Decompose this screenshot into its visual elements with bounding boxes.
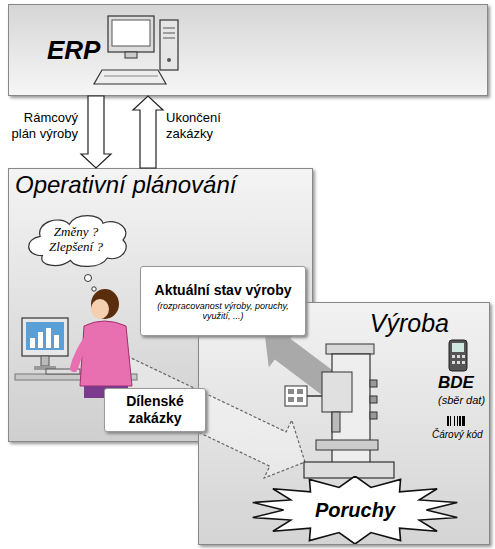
device-note: (sběr dat) bbox=[438, 394, 485, 406]
bde-terminal bbox=[449, 340, 467, 371]
barcode-bar bbox=[454, 416, 455, 426]
order-callout: Dílenské zakázky bbox=[104, 388, 206, 432]
computer-icon bbox=[94, 16, 178, 84]
barcode-bar bbox=[450, 416, 451, 426]
thought-text: Změny ? Zlepšení ? bbox=[40, 225, 112, 255]
barcode-label: Čárový kód bbox=[432, 429, 483, 440]
status-callout: Aktuální stav výroby (rozpracovanost výro… bbox=[140, 266, 306, 336]
erp-panel: ERP bbox=[8, 4, 488, 96]
panel-title: ERP bbox=[47, 35, 117, 66]
text-group: Aktuální stav výroby (rozpracovanost výro… bbox=[147, 282, 299, 321]
callout-title: Aktuální stav výroby bbox=[147, 282, 299, 298]
planner-figure bbox=[15, 289, 137, 398]
panel-title: Operativní plánování bbox=[15, 171, 312, 199]
barcode-icon bbox=[447, 416, 465, 426]
barcode-bar bbox=[447, 416, 449, 426]
text-group: Poruchy bbox=[315, 499, 395, 522]
failure-starburst: Poruchy bbox=[250, 476, 460, 544]
text-group: Změny ? Zlepšení ? bbox=[40, 225, 112, 255]
arrow-label: Rámcový plán výroby bbox=[4, 110, 78, 141]
thought-bubbles bbox=[85, 275, 97, 292]
machine-tool bbox=[285, 344, 394, 478]
device-label: BDE bbox=[438, 373, 474, 393]
cloud-path bbox=[29, 216, 127, 267]
barcode-bar bbox=[459, 416, 461, 426]
barcode-bar bbox=[462, 416, 465, 426]
burst-path bbox=[253, 476, 458, 544]
burst-text: Poruchy bbox=[315, 499, 395, 522]
arrow-label: Ukončení zakázky bbox=[166, 110, 246, 141]
block-arrow bbox=[81, 96, 111, 168]
panel-title: Výroba bbox=[199, 309, 449, 338]
block-arrow bbox=[133, 96, 163, 168]
barcode-bar bbox=[457, 416, 458, 426]
callout-note: (rozpracovanost výroby, poruchy, využití… bbox=[147, 301, 299, 321]
thought-cloud: Změny ? Zlepšení ? bbox=[20, 210, 132, 270]
